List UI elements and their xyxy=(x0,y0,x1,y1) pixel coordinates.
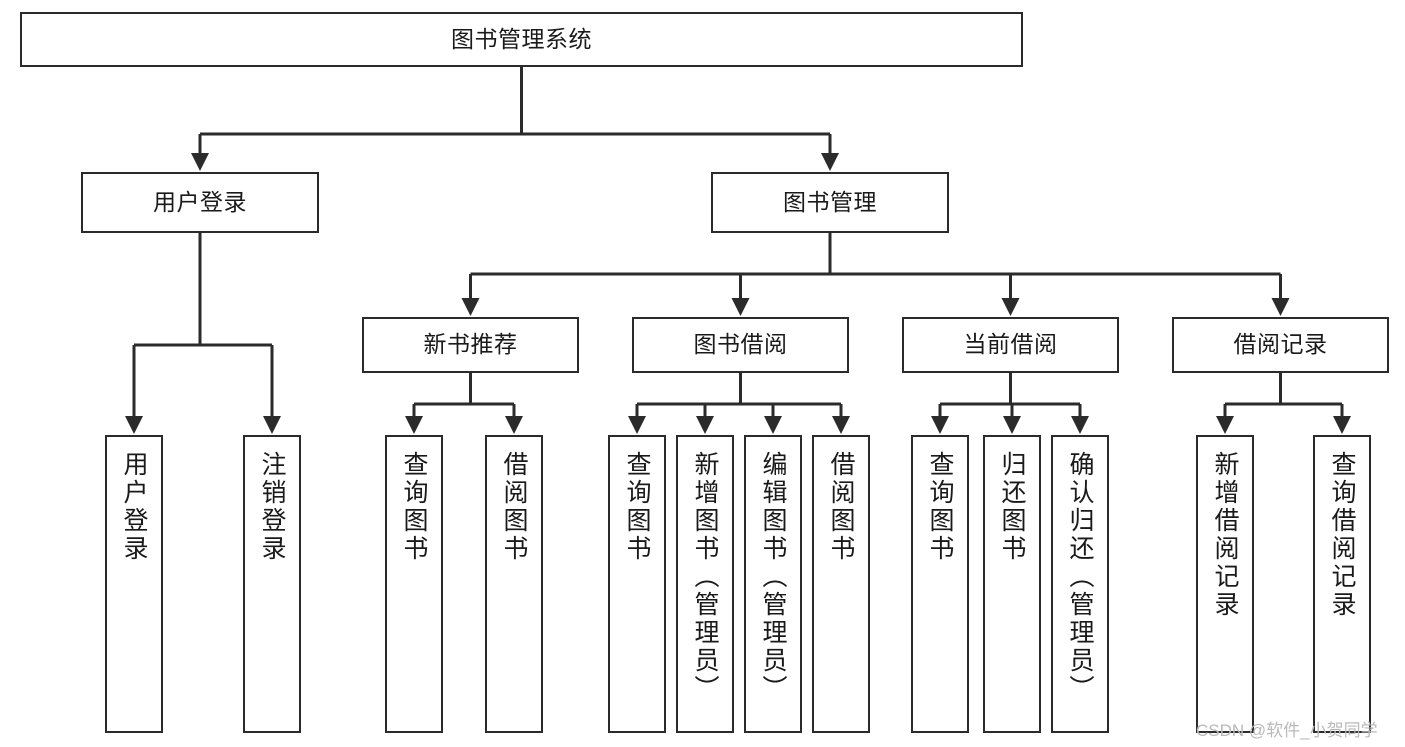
node-label: 注销登录 xyxy=(258,451,286,563)
edge-arrowhead-bookmgmt-borrow xyxy=(731,298,750,316)
edge-arrowhead-bookmgmt-newbook xyxy=(461,298,480,316)
node-label: 图书管理系统 xyxy=(451,25,592,52)
edge-arrowhead-bookmgmt-records xyxy=(1271,298,1290,316)
edge-arrowhead-current-c_return xyxy=(1003,416,1021,434)
edge-arrowhead-borrow-b_edit xyxy=(764,416,782,434)
node-n_query[interactable]: 查询图书 xyxy=(385,435,443,733)
node-label: 新书推荐 xyxy=(423,331,518,358)
edge-arrowhead-bookmgmt-current xyxy=(1001,298,1020,316)
node-c_return[interactable]: 归还图书 xyxy=(983,435,1041,733)
node-b_query[interactable]: 查询图书 xyxy=(608,435,666,733)
node-borrow[interactable]: 图书借阅 xyxy=(632,317,849,373)
edge-arrowhead-current-c_confirm xyxy=(1071,416,1089,434)
node-l_login[interactable]: 用户登录 xyxy=(105,435,163,733)
edge-arrowhead-borrow-b_query xyxy=(628,416,646,434)
node-c_query[interactable]: 查询图书 xyxy=(911,435,969,733)
edge-arrowhead-borrow-b_lend xyxy=(832,416,850,434)
edge-arrowhead-records-r_add xyxy=(1216,416,1234,434)
node-label: 查询图书 xyxy=(926,451,954,563)
node-login[interactable]: 用户登录 xyxy=(81,172,319,233)
node-b_lend[interactable]: 借阅图书 xyxy=(812,435,870,733)
node-records[interactable]: 借阅记录 xyxy=(1172,317,1389,373)
edge-arrowhead-current-c_query xyxy=(931,416,949,434)
node-label: 借阅图书 xyxy=(500,451,528,563)
node-root[interactable]: 图书管理系统 xyxy=(20,12,1023,67)
node-label: 借阅记录 xyxy=(1233,331,1328,358)
node-label: 图书管理 xyxy=(783,188,877,215)
node-label: 编辑图书（管理员） xyxy=(759,451,787,703)
node-label: 查询借阅记录 xyxy=(1328,451,1356,619)
node-c_confirm[interactable]: 确认归还（管理员） xyxy=(1051,435,1109,733)
node-label: 用户登录 xyxy=(153,188,247,215)
node-n_borrow[interactable]: 借阅图书 xyxy=(485,435,543,733)
node-l_logout[interactable]: 注销登录 xyxy=(243,435,301,733)
node-label: 图书借阅 xyxy=(693,331,788,358)
node-bookmgmt[interactable]: 图书管理 xyxy=(711,172,949,233)
edge-arrowhead-login-l_logout xyxy=(263,416,281,434)
edge-arrowhead-newbook-n_query xyxy=(405,416,423,434)
node-label: 当前借阅 xyxy=(963,331,1058,358)
node-current[interactable]: 当前借阅 xyxy=(902,317,1119,373)
node-label: 借阅图书 xyxy=(827,451,855,563)
node-r_query[interactable]: 查询借阅记录 xyxy=(1313,435,1371,733)
node-label: 新增图书（管理员） xyxy=(691,451,719,703)
edge-arrowhead-root-bookmgmt xyxy=(821,153,839,171)
node-b_add[interactable]: 新增图书（管理员） xyxy=(676,435,734,733)
edge-arrowhead-root-login xyxy=(191,153,209,171)
node-r_add[interactable]: 新增借阅记录 xyxy=(1196,435,1254,733)
node-label: 用户登录 xyxy=(120,451,148,563)
edge-arrowhead-records-r_query xyxy=(1333,416,1351,434)
edge-arrowhead-newbook-n_borrow xyxy=(505,416,523,434)
node-label: 查询图书 xyxy=(400,451,428,563)
node-label: 查询图书 xyxy=(623,451,651,563)
edge-arrowhead-borrow-b_add xyxy=(696,416,714,434)
node-label: 确认归还（管理员） xyxy=(1066,451,1094,703)
node-label: 归还图书 xyxy=(998,451,1026,563)
node-b_edit[interactable]: 编辑图书（管理员） xyxy=(744,435,802,733)
edge-arrowhead-login-l_login xyxy=(125,416,143,434)
node-newbook[interactable]: 新书推荐 xyxy=(362,317,579,373)
node-label: 新增借阅记录 xyxy=(1211,451,1239,619)
